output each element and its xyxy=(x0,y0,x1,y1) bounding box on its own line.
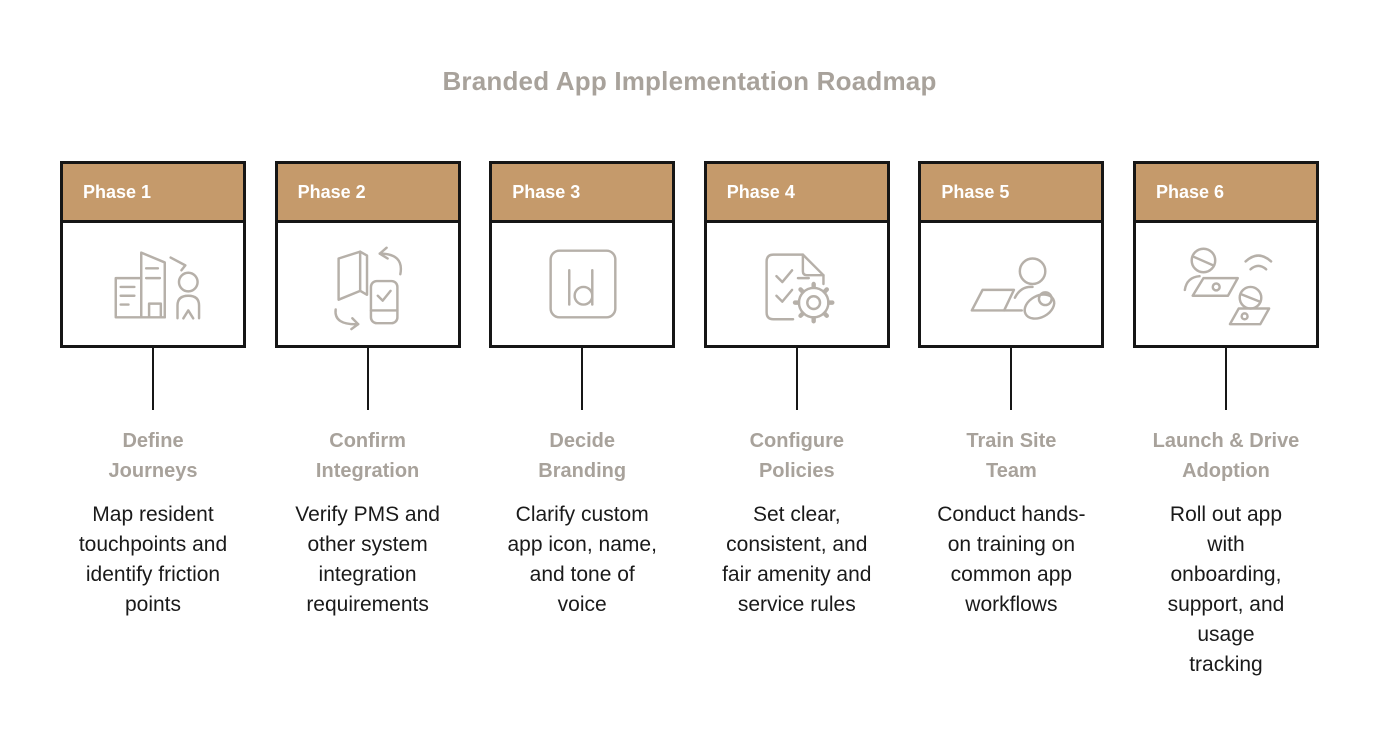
phase-box-3: Phase 3 xyxy=(489,161,676,348)
building-person-icon xyxy=(114,251,201,320)
phase-title-6-line1: Launch & Drive xyxy=(1152,430,1300,452)
connector-line-4 xyxy=(795,348,798,410)
phase-description-3: Clarify custom app icon, name, and tone … xyxy=(507,503,657,616)
document-checklist-gear-icon xyxy=(765,253,835,324)
phase-column-5: Phase 5 Train Site Team C xyxy=(918,161,1105,680)
phase-title-5-line2: Team xyxy=(985,460,1037,482)
phase-label-1: Phase 1 xyxy=(83,181,152,202)
phase-header-6: Phase 6 xyxy=(1135,164,1316,223)
team-laptops-wifi-icon xyxy=(1183,247,1273,326)
phase-header-4: Phase 4 xyxy=(706,164,887,223)
door-phone-sync-icon xyxy=(333,246,402,331)
phase-title-3-line2: Branding xyxy=(538,460,627,482)
roadmap: Phase 1 xyxy=(0,161,1379,680)
phase-box-1: Phase 1 xyxy=(60,161,246,348)
id-badge-icon xyxy=(549,249,617,319)
phase-description-2: Verify PMS and other system integration … xyxy=(295,503,440,616)
connector-line-5 xyxy=(1010,348,1013,410)
connector-line-6 xyxy=(1224,348,1227,410)
person-laptop-icon xyxy=(970,257,1056,320)
phase-box-5: Phase 5 xyxy=(918,161,1105,348)
phase-column-4: Phase 4 xyxy=(703,161,890,680)
phase-title-5: Train Site Team xyxy=(966,426,1056,486)
phase-header-1: Phase 1 xyxy=(63,164,243,223)
phase-label-5: Phase 5 xyxy=(941,181,1010,202)
phase-column-6: Phase 6 xyxy=(1132,161,1319,680)
phase-column-3: Phase 3 Decide Branding Clarify custom a… xyxy=(489,161,676,680)
page-title: Branded App Implementation Roadmap xyxy=(442,66,937,96)
phase-box-4: Phase 4 xyxy=(703,161,890,348)
phase-box-2: Phase 2 xyxy=(274,161,461,348)
phase-column-2: Phase 2 xyxy=(274,161,461,680)
phase-icon-area-6 xyxy=(1136,223,1316,345)
phase-header-5: Phase 5 xyxy=(921,164,1102,223)
phase-title-1-line1: Define xyxy=(122,430,184,452)
phase-title-2-line1: Confirm xyxy=(329,430,406,452)
phase-title-4-line2: Policies xyxy=(758,460,835,482)
phase-title-3: Decide Branding xyxy=(538,426,626,486)
phase-description-1: Map resident touchpoints and identify fr… xyxy=(78,503,228,616)
phase-icon-area-1 xyxy=(63,223,243,345)
connector-line-3 xyxy=(581,348,584,410)
phase-label-2: Phase 2 xyxy=(297,181,366,202)
phase-icon-area-5 xyxy=(921,223,1101,345)
phase-box-6: Phase 6 xyxy=(1132,161,1319,348)
connector-line-1 xyxy=(152,348,154,410)
phase-icon-area-2 xyxy=(278,223,458,345)
phase-column-1: Phase 1 xyxy=(60,161,246,680)
connector-line-2 xyxy=(366,348,369,410)
phase-title-6: Launch & Drive Adoption xyxy=(1153,426,1300,486)
phase-description-6: Roll out app with onboarding, support, a… xyxy=(1167,503,1285,676)
phase-icon-area-4 xyxy=(707,223,887,345)
phase-header-3: Phase 3 xyxy=(492,164,673,223)
phase-title-1: Define Journeys xyxy=(109,426,198,486)
phase-title-4-line1: Configure xyxy=(749,430,844,452)
phase-label-6: Phase 6 xyxy=(1155,181,1225,202)
phase-title-6-line2: Adoption xyxy=(1182,460,1270,482)
phase-label-3: Phase 3 xyxy=(512,181,581,202)
phase-description-4: Set clear, consistent, and fair amenity … xyxy=(722,503,872,616)
phase-description-5: Conduct hands-on training on common app … xyxy=(937,503,1086,616)
phase-title-2-line2: Integration xyxy=(315,460,420,482)
phase-header-2: Phase 2 xyxy=(277,164,458,223)
phase-title-2: Confirm Integration xyxy=(316,426,419,486)
phase-label-4: Phase 4 xyxy=(726,181,795,202)
phase-title-3-line1: Decide xyxy=(549,430,615,452)
phase-title-1-line2: Journeys xyxy=(108,460,198,482)
phase-title-5-line1: Train Site xyxy=(966,430,1057,452)
phase-icon-area-3 xyxy=(492,223,672,345)
phase-title-4: Configure Policies xyxy=(750,426,844,486)
